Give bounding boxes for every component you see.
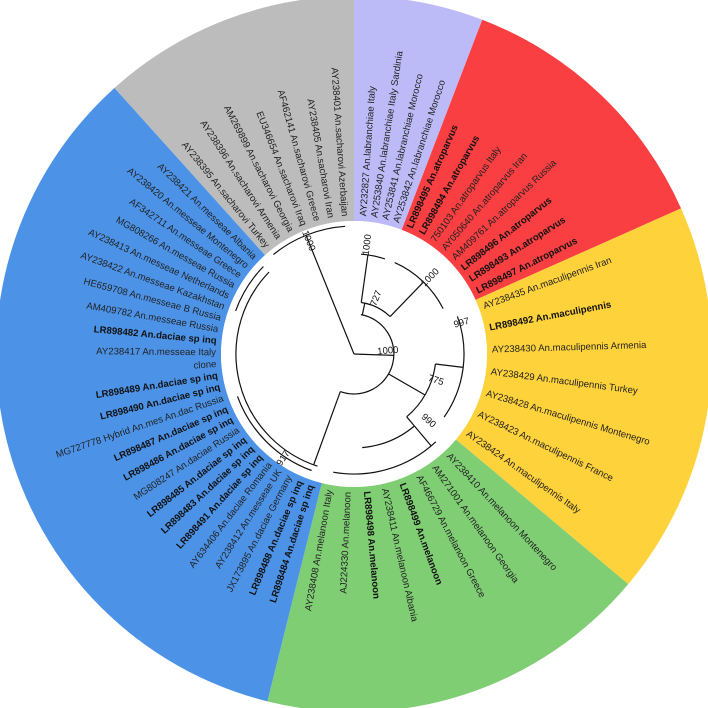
clade-sector-melanoon [267, 439, 629, 708]
branch-arc [273, 225, 346, 255]
leaf-label: AY238430 An.maculipennis Armenia [492, 340, 647, 356]
clade-sector-sacharovi [114, 0, 354, 256]
branch-arc [361, 301, 391, 318]
branch-radial [313, 391, 341, 466]
branch-arc [394, 262, 444, 309]
leaf-label: AY238417 An.messeae Italy [96, 346, 216, 358]
branch-arc [236, 396, 312, 472]
branch-radial [435, 363, 464, 369]
clade-sector-messeae-daciae [0, 87, 322, 702]
branch-radial [413, 425, 432, 447]
branch-radial [353, 353, 394, 356]
bootstrap-value: 727 [368, 289, 384, 308]
bootstrap-value: 1000 [377, 345, 399, 358]
bootstrap-value: 775 [427, 373, 445, 388]
branch-arc [235, 271, 318, 467]
branch-radial [361, 303, 366, 315]
branch-arc [406, 363, 436, 418]
branch-radial [406, 416, 415, 427]
branch-arc [443, 316, 465, 418]
clade-sector-maculipennis [455, 208, 708, 585]
clade-sector-labranchiae [354, 0, 483, 230]
branch-arc [333, 441, 437, 475]
branch-arc [340, 314, 395, 395]
branch-radial [388, 373, 426, 396]
clade-sector-atroparvus [401, 19, 682, 300]
tree-branches [235, 225, 465, 475]
leaf-label: AJ224330 An.melanoon [338, 492, 353, 594]
bootstrap-value: 1000 [361, 234, 374, 256]
leaf-label: clone [193, 359, 217, 372]
branch-radial [389, 281, 424, 318]
branch-radial [360, 254, 369, 303]
bootstrap-value: 997 [453, 316, 471, 331]
branch-arc [235, 266, 264, 312]
branch-arc [362, 425, 415, 449]
branch-root-sacharovi [305, 235, 355, 355]
branch-arc [360, 253, 386, 260]
